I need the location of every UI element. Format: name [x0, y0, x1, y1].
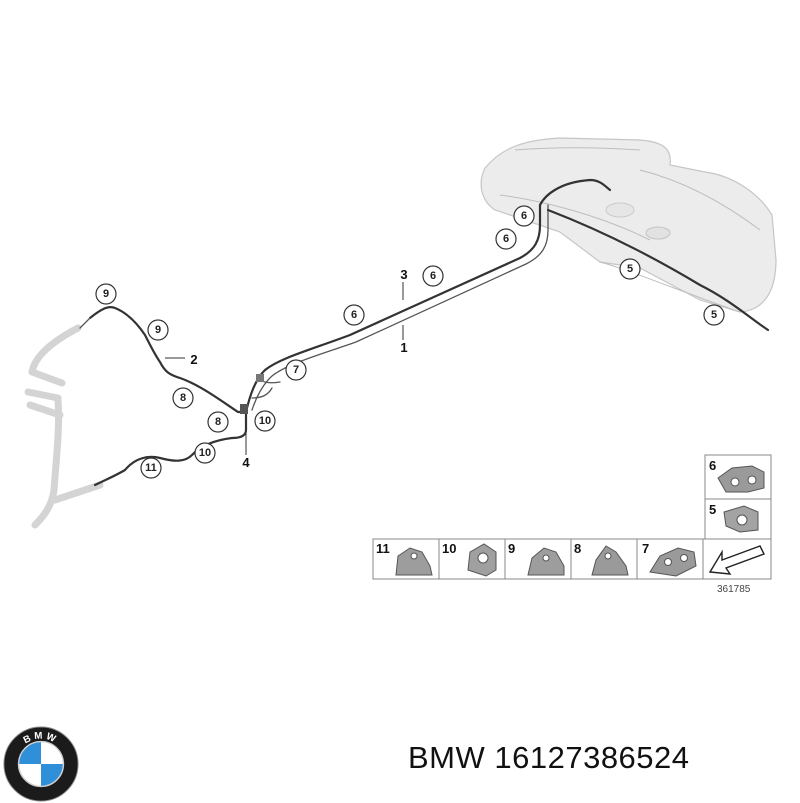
callout-label: 6 [351, 309, 357, 321]
callout-label: 5 [711, 309, 717, 321]
body-frame-illustration [24, 324, 104, 529]
callout-label: 9 [155, 324, 161, 336]
callout-label: 8 [215, 416, 221, 428]
legend-thumb-10: 10 [438, 538, 506, 580]
callout-label: 9 [103, 288, 109, 300]
callout-7: 7 [285, 359, 307, 381]
holder-clip-icon [395, 547, 433, 576]
part-label-1: 1 [400, 340, 407, 355]
legend-number: 7 [642, 541, 649, 556]
callout-label: 5 [627, 263, 633, 275]
legend-thumb-11: 11 [372, 538, 440, 580]
hose-clip-double-icon [649, 547, 697, 577]
callout-label: 6 [503, 233, 509, 245]
drawing-number: 361785 [717, 584, 751, 595]
hose-clip-single-icon [723, 505, 759, 533]
svg-text:BMW: BMW [22, 730, 60, 746]
part-label-4: 4 [242, 455, 250, 470]
callout-10a: 10 [254, 410, 276, 432]
legend-number: 8 [574, 541, 581, 556]
legend-thumb-5: 5 [704, 498, 772, 540]
callout-8b: 8 [207, 411, 229, 433]
callout-label: 8 [180, 392, 186, 404]
callout-5a: 5 [619, 258, 641, 280]
callout-10b: 10 [194, 442, 216, 464]
callout-11: 11 [140, 457, 162, 479]
legend-thumb-8: 8 [570, 538, 638, 580]
callout-9a: 9 [95, 283, 117, 305]
legend-thumb-9: 9 [504, 538, 572, 580]
callout-label: 10 [259, 415, 271, 427]
legend-number: 10 [442, 541, 456, 556]
direction-arrow-icon [708, 545, 765, 575]
part-label-2: 2 [190, 352, 197, 367]
callout-6c: 6 [422, 265, 444, 287]
callout-label: 11 [145, 462, 157, 474]
callout-label: 7 [293, 364, 299, 376]
callout-9b: 9 [147, 319, 169, 341]
callout-label: 10 [199, 447, 211, 459]
legend-number: 9 [508, 541, 515, 556]
callout-label: 6 [521, 210, 527, 222]
legend-thumb-6: 6 [704, 454, 772, 500]
part-label-3: 3 [400, 267, 407, 282]
hose-clip-double-icon [717, 465, 765, 493]
callout-6a: 6 [513, 205, 535, 227]
callout-5b: 5 [703, 304, 725, 326]
leader-lines [165, 282, 404, 455]
clamp-icon [467, 543, 497, 577]
callout-6d: 6 [343, 304, 365, 326]
logo-letters: BMW [22, 730, 57, 746]
bmw-logo: BMW [3, 726, 79, 802]
fuel-lines [79, 178, 770, 487]
brand-part-number: BMW 16127386524 [408, 740, 690, 775]
legend-number: 5 [709, 502, 716, 517]
legend-thumb-arrow [702, 538, 772, 580]
holder-clip-icon [527, 547, 565, 576]
bracket-clip-icon [591, 545, 629, 576]
callout-label: 6 [430, 270, 436, 282]
legend-number: 11 [376, 541, 390, 556]
callout-6b: 6 [495, 228, 517, 250]
legend-number: 6 [709, 458, 716, 473]
legend-thumb-7: 7 [636, 538, 704, 580]
callout-8a: 8 [172, 387, 194, 409]
